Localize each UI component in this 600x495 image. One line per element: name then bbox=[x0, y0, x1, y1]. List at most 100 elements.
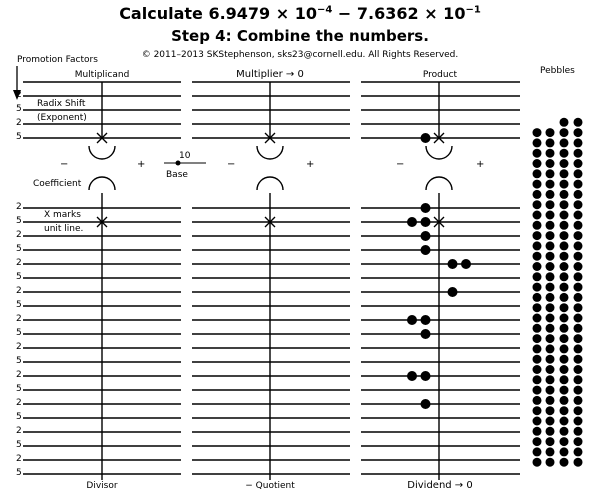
reserve-pebble bbox=[573, 334, 583, 344]
title-exponent-1: −4 bbox=[317, 4, 333, 16]
reserve-pebble bbox=[559, 313, 569, 323]
unit-line-label: unit line. bbox=[44, 224, 84, 234]
quotient-footer: − Quotient bbox=[245, 481, 295, 491]
pebbles-label: Pebbles bbox=[540, 66, 575, 76]
reserve-pebble bbox=[545, 354, 555, 364]
title-middle: − 7.6362 × 10 bbox=[332, 4, 466, 23]
product-coefficient-pebble bbox=[420, 371, 431, 381]
reserve-pebble bbox=[573, 138, 583, 148]
coefficient-factor-8: 5 bbox=[16, 300, 22, 310]
reserve-pebble bbox=[532, 241, 542, 251]
reserve-pebble bbox=[532, 354, 542, 364]
radix-shift-label: Radix Shift bbox=[37, 99, 86, 109]
reserve-pebble bbox=[559, 334, 569, 344]
step-heading: Step 4: Combine the numbers. bbox=[171, 27, 429, 45]
reserve-pebble bbox=[545, 303, 555, 313]
multiplicand-unit-x-mark bbox=[96, 132, 108, 144]
reserve-pebble bbox=[545, 375, 555, 385]
reserve-pebble bbox=[532, 385, 542, 395]
reserve-pebble bbox=[573, 251, 583, 261]
reserve-pebble bbox=[545, 251, 555, 261]
reserve-pebble bbox=[545, 323, 555, 333]
reserve-pebble bbox=[532, 210, 542, 220]
reserve-pebble bbox=[545, 220, 555, 230]
reserve-pebble bbox=[559, 262, 569, 271]
reserve-pebble bbox=[532, 313, 542, 323]
reserve-pebble bbox=[573, 395, 583, 405]
product-coefficient-pebble bbox=[420, 399, 431, 409]
coefficient-factor-9: 2 bbox=[16, 314, 22, 324]
reserve-pebble bbox=[559, 292, 569, 302]
reserve-pebble bbox=[532, 334, 542, 344]
reserve-pebble bbox=[545, 282, 555, 292]
reserve-pebble bbox=[532, 437, 542, 447]
reserve-pebble bbox=[545, 169, 555, 179]
reserve-pebble bbox=[573, 406, 583, 416]
reserve-pebble bbox=[532, 148, 542, 158]
multiplier-unit-x-mark bbox=[264, 216, 276, 228]
page-title: Calculate 6.9479 × 10−4 − 7.6362 × 10−1 bbox=[0, 4, 600, 23]
reserve-pebble bbox=[559, 406, 569, 416]
dividend-footer: Dividend → 0 bbox=[407, 480, 473, 491]
title-prefix: Calculate 6.9479 × 10 bbox=[119, 4, 317, 23]
reserve-pebble bbox=[573, 210, 583, 220]
exponent-factor-2: 5 bbox=[16, 104, 22, 114]
multiplicand-minus-sign: − bbox=[60, 159, 69, 170]
reserve-pebble bbox=[573, 303, 583, 313]
reserve-pebble bbox=[559, 416, 569, 426]
reserve-pebble bbox=[532, 231, 542, 241]
reserve-pebble bbox=[573, 385, 583, 395]
product-unit-x-mark bbox=[433, 216, 445, 228]
product-coefficient-pebble bbox=[407, 315, 417, 325]
multiplier-sign-cap bbox=[256, 176, 284, 191]
coefficient-factor-20: 5 bbox=[16, 468, 22, 478]
reserve-pebble bbox=[532, 323, 542, 333]
reserve-pebble bbox=[545, 272, 555, 282]
coefficient-label: Coefficient bbox=[33, 179, 82, 189]
x-marks-label: X marks bbox=[44, 210, 81, 220]
reserve-pebble bbox=[559, 354, 569, 364]
reserve-pebble bbox=[532, 282, 542, 292]
reserve-pebble bbox=[573, 375, 583, 385]
reserve-pebble bbox=[545, 344, 555, 354]
reserve-pebble bbox=[559, 437, 569, 447]
exponent-factor-1: 2 bbox=[16, 90, 22, 100]
reserve-pebble bbox=[559, 365, 569, 374]
reserve-pebble bbox=[545, 159, 555, 168]
product-sign-cup bbox=[425, 145, 453, 160]
reserve-pebble bbox=[573, 241, 583, 251]
reserve-pebble bbox=[573, 159, 583, 168]
reserve-pebble bbox=[545, 437, 555, 447]
reserve-pebble bbox=[573, 344, 583, 354]
reserve-pebble bbox=[573, 447, 583, 457]
product-coefficient-pebble bbox=[407, 371, 417, 381]
multiplier-minus-sign: − bbox=[227, 159, 236, 170]
reserve-pebble bbox=[545, 426, 555, 436]
reserve-pebble bbox=[559, 375, 569, 385]
reserve-pebble bbox=[532, 457, 542, 467]
reserve-pebble bbox=[559, 169, 569, 179]
product-coefficient-pebble bbox=[461, 259, 471, 269]
reserve-pebble bbox=[559, 323, 569, 333]
reserve-pebble bbox=[545, 262, 555, 271]
multiplicand-plus-sign: + bbox=[137, 159, 146, 170]
reserve-pebble bbox=[559, 385, 569, 395]
reserve-pebble bbox=[573, 189, 583, 199]
exponent-factor-4: 5 bbox=[16, 132, 22, 142]
coefficient-factor-16: 5 bbox=[16, 412, 22, 422]
reserve-pebble bbox=[559, 210, 569, 220]
product-plus-sign: + bbox=[476, 159, 485, 170]
reserve-pebble bbox=[573, 169, 583, 179]
base-dot bbox=[175, 160, 181, 166]
reserve-pebble bbox=[573, 262, 583, 271]
reserve-pebble bbox=[559, 447, 569, 457]
base-label: Base bbox=[166, 170, 188, 180]
multiplier-sign-cup bbox=[256, 145, 284, 160]
reserve-pebble bbox=[545, 406, 555, 416]
reserve-pebble bbox=[545, 210, 555, 220]
reserve-pebble bbox=[532, 262, 542, 271]
promotion-arrow-icon bbox=[13, 66, 21, 100]
product-coefficient-pebble bbox=[420, 231, 431, 241]
product-coefficient-pebble bbox=[420, 245, 431, 255]
